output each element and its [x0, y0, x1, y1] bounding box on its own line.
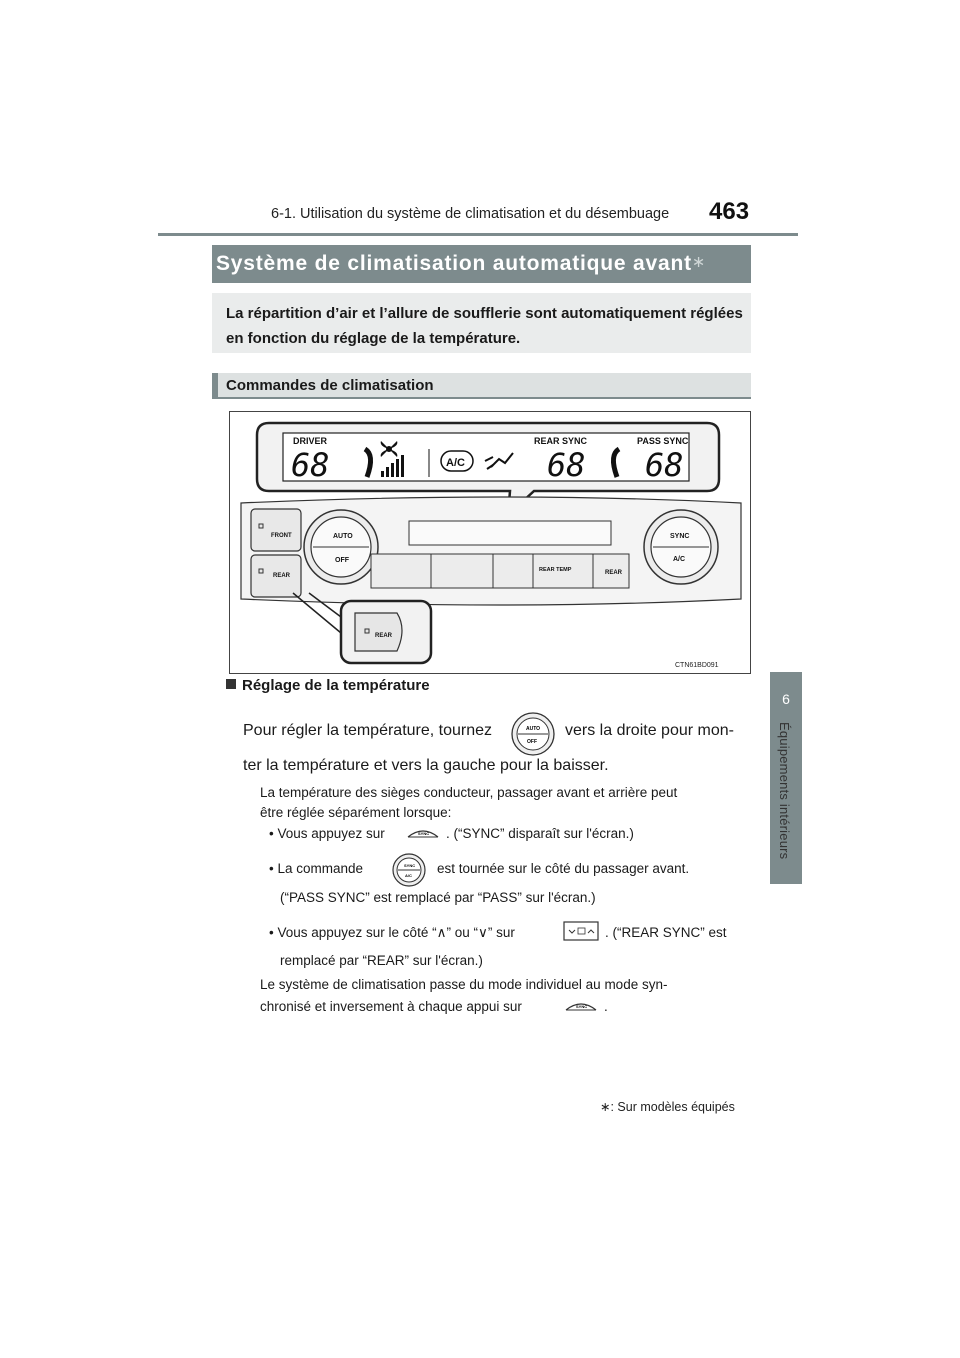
note-line1: La température des sièges conducteur, pa… [260, 785, 678, 800]
bullet3-c: remplacé par “REAR” sur l'écran.) [280, 953, 483, 968]
bullet2-b: est tournée sur le côté du passager avan… [437, 861, 690, 876]
title-bar [212, 245, 751, 283]
icon-auto-text: AUTO [526, 726, 540, 732]
footnote: ∗: Sur modèles équipés [600, 1100, 735, 1114]
heading-bullet [226, 679, 236, 689]
title-asterisk: ∗ [691, 254, 707, 271]
ac-knob-label: A/C [673, 556, 685, 563]
temp-heading: Réglage de la température [226, 677, 430, 694]
figure-code: CTN61BD091 [675, 662, 719, 669]
sync-ac-knob-icon: SYNC A/C [392, 853, 426, 887]
rear-defog-label: REAR [273, 573, 291, 579]
display-rear-temp: 68 [547, 446, 586, 484]
icon-off-text: OFF [527, 739, 537, 745]
intro-text: La répartition d’air et l’allure de souf… [226, 305, 743, 347]
icon-sync-knob-text: SYNC [404, 863, 415, 868]
rear-temp-label: REAR TEMP [539, 567, 572, 573]
bullet3-a: • Vous appuyez sur le côté “∧” ou “∨” su… [269, 925, 515, 940]
para-line1: Le système de climatisation passe du mod… [260, 977, 668, 992]
chapter-tab [770, 672, 802, 884]
display-pass-sync-label: PASS SYNC [637, 436, 689, 446]
para-line2a: chronisé et inversement à chaque appui s… [260, 999, 522, 1014]
display-driver-label: DRIVER [293, 436, 328, 446]
icon-sync-text: SYNC [418, 831, 429, 836]
display-pass-temp: 68 [645, 446, 684, 484]
page-title: Système de climatisation automatique ava… [216, 252, 706, 276]
subsection-title: Commandes de climatisation [226, 377, 434, 394]
climate-control-illustration: DRIVER REAR SYNC PASS SYNC 68 68 68 A/C … [229, 411, 751, 674]
fan-level-bars [381, 455, 404, 477]
auto-knob-label: AUTO [333, 533, 353, 540]
sync-knob-label: SYNC [670, 533, 689, 540]
display-ac-label: A/C [446, 457, 465, 469]
chapter-label: Équipements intérieurs [777, 722, 792, 860]
temp-line2: ter la température et vers la gauche pou… [243, 757, 609, 774]
bullet1-b: . (“SYNC” disparaît sur l'écran.) [446, 826, 634, 841]
front-defog-label: FRONT [271, 533, 292, 539]
para-line2b: . [604, 999, 608, 1014]
icon-ac-knob-text: A/C [405, 873, 412, 878]
chapter-number: 6 [782, 691, 790, 707]
page-number: 463 [709, 198, 750, 225]
bullet2-a: • La commande [269, 861, 364, 876]
bullet3-b: . (“REAR SYNC” est [605, 925, 727, 940]
page-title-text: Système de climatisation automatique ava… [216, 252, 692, 275]
sync-button-icon-2: SYNC [565, 1003, 597, 1011]
zoom-rear-label: REAR [375, 633, 393, 639]
subsection-accent [212, 373, 218, 399]
rear-temp-button-icon [563, 921, 599, 941]
bullet2-c: (“PASS SYNC” est remplacé par “PASS” sur… [280, 890, 596, 905]
display-driver-temp: 68 [291, 446, 330, 484]
auto-off-knob-icon: AUTO OFF [511, 712, 555, 756]
note-line2: être réglée séparément lorsque: [260, 805, 452, 820]
display-rear-sync-label: REAR SYNC [534, 436, 588, 446]
fan-icon [380, 441, 398, 457]
rear-button-label: REAR [605, 570, 623, 576]
temp-heading-text: Réglage de la température [242, 677, 430, 694]
header-rule [158, 233, 798, 236]
off-knob-label: OFF [335, 557, 350, 564]
intro-box [212, 293, 751, 353]
temp-line1a: Pour régler la température, tournez [243, 722, 493, 739]
subsection-bar [212, 373, 751, 399]
sync-button-icon: SYNC [407, 830, 439, 838]
section-header: 6-1. Utilisation du système de climatisa… [271, 206, 670, 222]
bullet1-a: • Vous appuyez sur [269, 826, 385, 841]
temp-line1b: vers la droite pour mon- [565, 722, 734, 739]
icon-sync-text-2: SYNC [576, 1004, 587, 1009]
airflow-icon [484, 452, 514, 470]
